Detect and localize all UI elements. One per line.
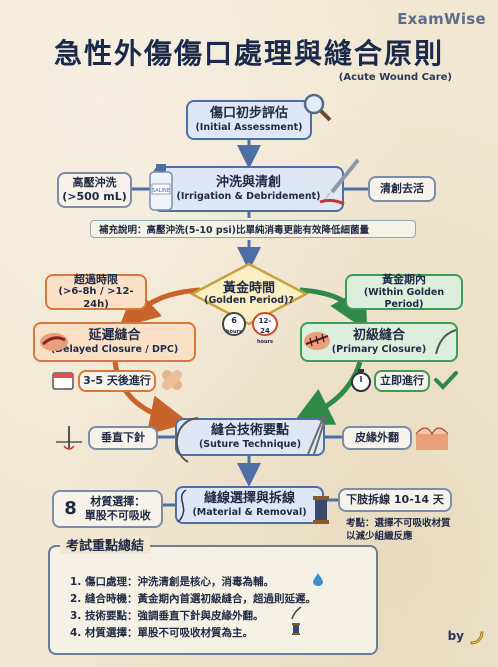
removal-label: 下肢拆線 10-14 天: [346, 493, 444, 507]
node-title: 初級縫合: [352, 327, 405, 343]
node-subtitle: (Initial Assessment): [195, 122, 303, 134]
page-title: 急性外傷傷口處理與縫合原則: [53, 37, 444, 70]
immediate-box: 立即進行: [374, 370, 430, 392]
thread-loop-icon: [177, 489, 187, 523]
clock-6-icon: 6 hours: [222, 312, 246, 336]
material-removal-node: 縫線選擇與拆線 (Material & Removal): [175, 486, 324, 524]
removal-time-box: 下肢拆線 10-14 天: [338, 488, 452, 512]
golden-period-subtitle: (Golden Period)?: [204, 295, 294, 306]
irrigation-node: 沖洗與清創 (Irrigation & Debridement): [153, 166, 344, 212]
clock-value: 6: [231, 316, 237, 325]
node-subtitle: (Material & Removal): [192, 507, 307, 519]
calendar-icon: [52, 372, 74, 390]
checkmark-icon: [434, 371, 458, 390]
line-2: (>6-8h / >12-24h): [58, 286, 134, 310]
high-pressure-irrigation-box: 高壓沖洗 (>500 mL): [57, 172, 132, 208]
line-2: (Within Golden Period): [363, 287, 445, 310]
node-subtitle: (Suture Technique): [198, 439, 302, 451]
material-choice-box: 8 材質選擇： 單股不可吸收: [52, 490, 163, 528]
clock-value: 12-24: [258, 317, 272, 335]
banana-icon: [470, 631, 484, 645]
immediate-label: 立即進行: [380, 374, 424, 388]
vertical-needle-label: 垂直下針: [101, 431, 145, 445]
node-subtitle: (Irrigation & Debridement): [176, 191, 321, 203]
line-1: 考點：選擇不可吸收材質: [346, 518, 451, 529]
debridement-box: 清創去活: [368, 176, 436, 202]
page-subtitle: (Acute Wound Care): [338, 72, 452, 83]
initial-assessment-node: 傷口初步評估 (Initial Assessment): [186, 100, 312, 140]
forceps-icon: [307, 415, 327, 455]
delay-days-box: 3-5 天後進行: [78, 370, 156, 392]
node-title: 延遲縫合: [88, 327, 141, 343]
saline-label: SALINE: [152, 188, 170, 194]
eversion-box: 皮緣外翻: [342, 426, 412, 450]
delay-days: 3-5 天後進行: [83, 374, 151, 388]
scalpel-icon: [319, 158, 360, 206]
material-number: 8: [64, 497, 77, 519]
summary-item: 1. 傷口處理：沖洗清創是核心，消毒為輔。: [70, 576, 274, 588]
clock-unit: hours: [226, 329, 242, 335]
needle-small-icon: [291, 606, 302, 620]
saline-bottle-icon: SALINE: [149, 164, 173, 211]
golden-period-title: 黃金時間: [222, 281, 275, 296]
line-2: (>500 mL): [62, 190, 127, 203]
clock-unit: hours: [257, 339, 273, 345]
delayed-closure-node: 延遲縫合 (Delayed Closure / DPC): [33, 322, 196, 362]
supplement-note: 補充說明：高壓沖洗(5-10 psi)比單純消毒更能有效降低細菌量: [90, 220, 416, 238]
summary-item: 3. 技術要點：強調垂直下針與皮緣外翻。: [70, 610, 264, 622]
overtime-box: 超過時限 (>6-8h / >12-24h): [45, 272, 147, 310]
line-2: 以減少組織反應: [346, 530, 413, 542]
node-subtitle: (Delayed Closure / DPC): [50, 344, 179, 356]
node-title: 縫合技術要點: [210, 422, 289, 438]
suture-technique-node: 縫合技術要點 (Suture Technique): [175, 418, 325, 456]
within-golden-box: 黃金期內 (Within Golden Period): [345, 273, 463, 310]
curved-needle-icon: [175, 417, 199, 463]
thread-spool-icon: [313, 496, 329, 524]
golden-period-diamond: [190, 262, 308, 326]
summary-item: 4. 材質選擇：單股不可吸收材質為主。: [70, 627, 253, 639]
sutured-wound-icon: [304, 332, 330, 350]
brand-logo: ExamWise: [397, 10, 486, 28]
stopwatch-icon: [351, 369, 371, 392]
exam-point-text: 考點：選擇不可吸收材質 以減少組織反應: [346, 518, 451, 544]
line-1: 超過時限: [74, 272, 118, 286]
node-subtitle: (Primary Closure): [331, 344, 427, 356]
needle-icon: [435, 329, 457, 355]
node-title: 縫線選擇與拆線: [203, 490, 295, 506]
vertical-needle-box: 垂直下針: [88, 426, 158, 450]
summary-title: 考試重點總結: [60, 535, 151, 554]
line-2: 單股不可吸收: [84, 509, 151, 522]
line-1: 材質選擇：: [90, 495, 146, 509]
vertical-needle-diagram-icon: [56, 426, 82, 450]
debride-label: 清創去活: [380, 182, 424, 196]
spool-small-icon: [292, 623, 300, 635]
droplet-icon: [313, 573, 323, 586]
eversion-label: 皮緣外翻: [355, 431, 399, 445]
bandage-icon: [162, 370, 182, 390]
node-title: 傷口初步評估: [209, 105, 288, 121]
clock-12-24-icon: 12-24 hours: [252, 312, 278, 345]
skin-eversion-icon: [415, 427, 449, 450]
summary-item: 2. 縫合時機：黃金期內首選初級縫合，超過則延遲。: [70, 593, 316, 605]
summary-box: [48, 545, 378, 655]
line-1: 黃金期內: [382, 273, 426, 287]
node-title: 沖洗與清創: [215, 174, 281, 190]
open-wound-icon: [40, 333, 68, 351]
byline: by: [447, 629, 464, 643]
magnifier-icon: [303, 93, 332, 122]
line-1: 高壓沖洗: [72, 176, 117, 190]
